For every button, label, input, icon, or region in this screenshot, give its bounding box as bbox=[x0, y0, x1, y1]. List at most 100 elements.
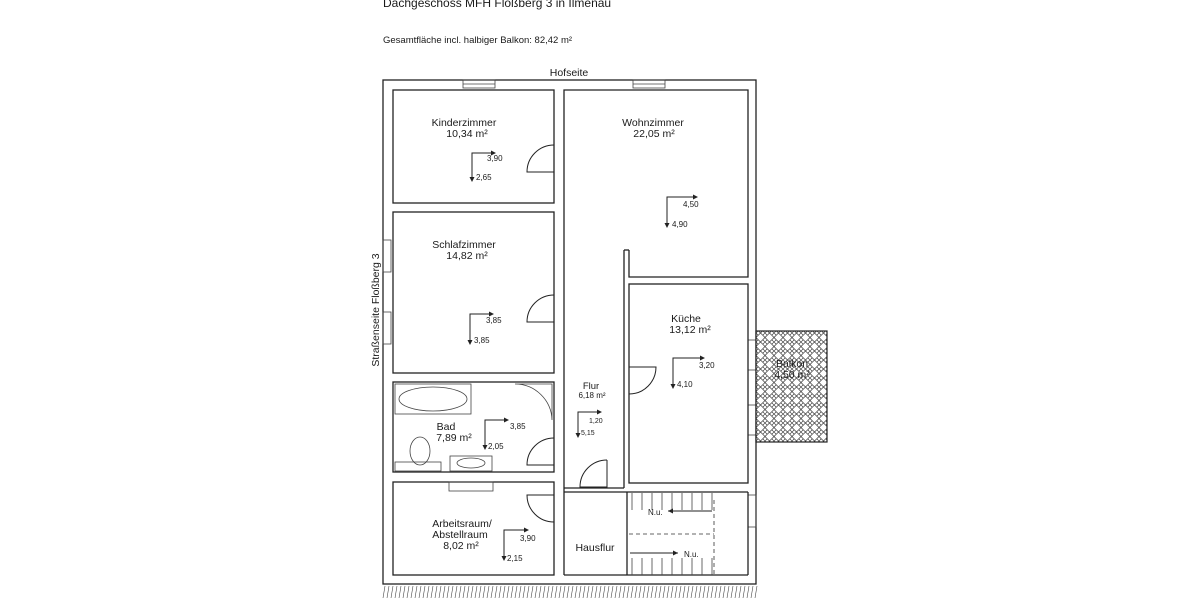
flur-name: Flur bbox=[583, 381, 599, 392]
hatch-line bbox=[698, 585, 702, 599]
hatch-line bbox=[578, 585, 582, 599]
bad-area: 7,89 m² bbox=[436, 432, 472, 444]
kinderzimmer-area: 10,34 m² bbox=[446, 128, 488, 140]
hatch-line bbox=[650, 585, 654, 599]
hatch-line bbox=[394, 585, 398, 599]
kinderzimmer-dim-w: 3,90 bbox=[487, 154, 503, 163]
hatch-line bbox=[606, 585, 610, 599]
hausflur-name: Hausflur bbox=[575, 542, 615, 554]
hatch-line bbox=[470, 585, 474, 599]
top-windows bbox=[462, 79, 666, 89]
hatch-line bbox=[598, 585, 602, 599]
bad-name: Bad bbox=[437, 421, 456, 433]
hatch-line bbox=[426, 585, 430, 599]
hatch-line bbox=[450, 585, 454, 599]
hatch-line bbox=[602, 585, 606, 599]
hatch-line bbox=[618, 585, 622, 599]
hatch-line bbox=[710, 585, 714, 599]
hatch-line bbox=[566, 585, 570, 599]
doors bbox=[526, 144, 657, 523]
hatch-line bbox=[614, 585, 618, 599]
hatch-line bbox=[742, 585, 746, 599]
room-bad bbox=[392, 381, 555, 473]
stair-label-lower: N.u. bbox=[684, 550, 699, 559]
hatch-line bbox=[482, 585, 486, 599]
balkon-area bbox=[755, 330, 828, 443]
flur-dim-h: 5,15 bbox=[581, 430, 595, 437]
hatch-line bbox=[642, 585, 646, 599]
hatch-line bbox=[754, 585, 758, 599]
hofseite-label: Hofseite bbox=[550, 67, 589, 79]
hatch-line bbox=[558, 585, 562, 599]
bathroom-fixtures bbox=[394, 383, 553, 492]
hatch-line bbox=[662, 585, 666, 599]
wohnzimmer-name: Wohnzimmer bbox=[622, 117, 684, 129]
hatch-line bbox=[502, 585, 506, 599]
room-schlafzimmer bbox=[392, 211, 555, 374]
hatch-line bbox=[682, 585, 686, 599]
bad-dim-h: 2,05 bbox=[488, 442, 504, 451]
hatch-line bbox=[690, 585, 694, 599]
hatch-line bbox=[478, 585, 482, 599]
hatch-line bbox=[738, 585, 742, 599]
hatch-line bbox=[430, 585, 434, 599]
hatch-line bbox=[746, 585, 750, 599]
arbeitsraum-name-2: Abstellraum bbox=[432, 529, 488, 541]
hatch-line bbox=[534, 585, 538, 599]
room-kueche bbox=[628, 283, 749, 484]
hatch-line bbox=[418, 585, 422, 599]
flur-dim-w: 1,20 bbox=[589, 418, 603, 425]
hatch-line bbox=[410, 585, 414, 599]
hatch-line bbox=[694, 585, 698, 599]
arbeitsraum-name-1: Arbeitsraum/ bbox=[432, 518, 492, 530]
hatch-line bbox=[574, 585, 578, 599]
hatch-line bbox=[666, 585, 670, 599]
schlafzimmer-dim-w: 3,85 bbox=[486, 316, 502, 325]
hatch-line bbox=[466, 585, 470, 599]
hatch-line bbox=[686, 585, 690, 599]
flur-area: 6,18 m² bbox=[578, 391, 605, 400]
hatch-line bbox=[530, 585, 534, 599]
hatch-line bbox=[610, 585, 614, 599]
hatch-line bbox=[674, 585, 678, 599]
wohnzimmer-area: 22,05 m² bbox=[633, 128, 675, 140]
hatch-line bbox=[550, 585, 554, 599]
hatch-line bbox=[546, 585, 550, 599]
staircase bbox=[629, 493, 715, 575]
roof-hatch bbox=[382, 585, 758, 599]
hatch-line bbox=[562, 585, 566, 599]
hatch-line bbox=[438, 585, 442, 599]
hatch-line bbox=[498, 585, 502, 599]
kueche-dim-h: 4,10 bbox=[677, 380, 693, 389]
hatch-line bbox=[594, 585, 598, 599]
hatch-line bbox=[646, 585, 650, 599]
hatch-line bbox=[554, 585, 558, 599]
hatch-line bbox=[638, 585, 642, 599]
street-side-label: Straßenseite Floßberg 3 bbox=[370, 253, 382, 366]
hatch-line bbox=[494, 585, 498, 599]
hatch-line bbox=[490, 585, 494, 599]
hatch-line bbox=[458, 585, 462, 599]
hatch-line bbox=[398, 585, 402, 599]
room-wohnzimmer bbox=[563, 89, 749, 575]
hatch-line bbox=[518, 585, 522, 599]
hatch-line bbox=[446, 585, 450, 599]
hatch-line bbox=[670, 585, 674, 599]
plan-title: Dachgeschoss MFH Floßberg 3 in Ilmenau bbox=[383, 0, 612, 10]
wohnzimmer-dim-h: 4,90 bbox=[672, 220, 688, 229]
balkon-name: Balkon bbox=[776, 358, 808, 370]
arbeitsraum-area: 8,02 m² bbox=[443, 540, 479, 552]
hatch-line bbox=[590, 585, 594, 599]
arbeitsraum-dim-h: 2,15 bbox=[507, 554, 523, 563]
hatch-line bbox=[654, 585, 658, 599]
hatch-line bbox=[582, 585, 586, 599]
hatch-line bbox=[570, 585, 574, 599]
hatch-line bbox=[542, 585, 546, 599]
arbeitsraum-dim-w: 3,90 bbox=[520, 534, 536, 543]
hatch-line bbox=[538, 585, 542, 599]
kinderzimmer-name: Kinderzimmer bbox=[432, 117, 497, 129]
hatch-line bbox=[454, 585, 458, 599]
hatch-line bbox=[434, 585, 438, 599]
hatch-line bbox=[730, 585, 734, 599]
